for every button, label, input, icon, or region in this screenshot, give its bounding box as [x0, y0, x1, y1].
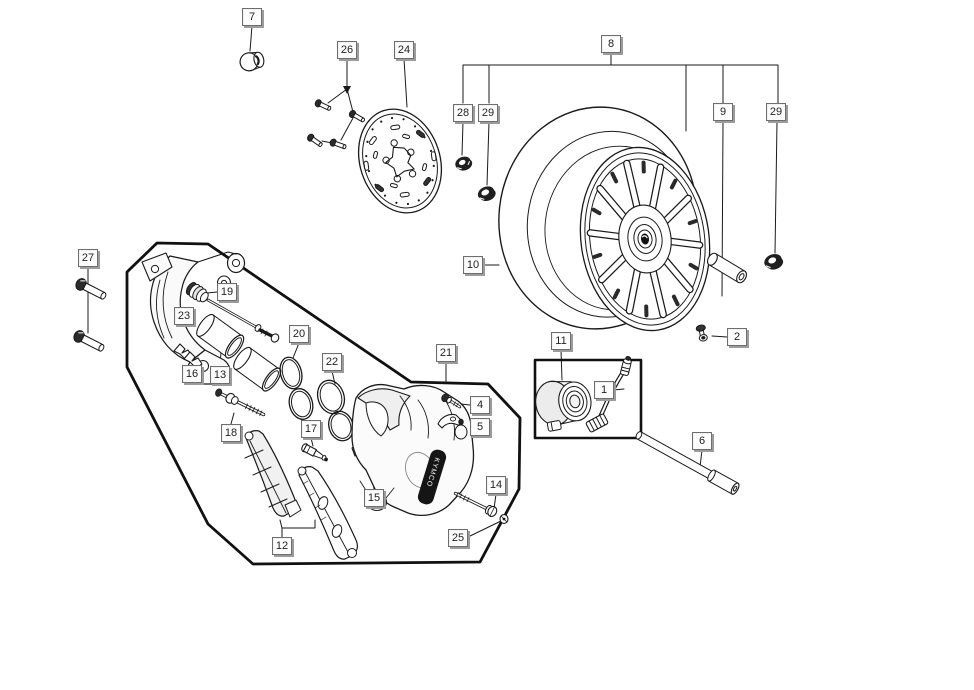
- callout-number: 19: [220, 285, 234, 298]
- callout-number: 22: [325, 355, 339, 368]
- callout-number: 7: [248, 10, 256, 23]
- callout-number: 9: [719, 105, 727, 118]
- brake-pads-drawing: [244, 430, 359, 560]
- callout-17[interactable]: 17: [301, 420, 321, 438]
- leader-lines: [87, 25, 779, 538]
- callout-22[interactable]: 22: [322, 353, 342, 371]
- callout-number: 13: [213, 368, 227, 381]
- callout-number: 18: [224, 426, 238, 439]
- wheel-spacer-drawing: [706, 252, 748, 284]
- callout-number: 20: [292, 327, 306, 340]
- caliper-pistons-drawing: [196, 313, 282, 392]
- callout-number: 23: [177, 309, 191, 322]
- callout-21[interactable]: 21: [436, 344, 456, 362]
- pad-springs-drawing: [173, 343, 203, 369]
- callout-12[interactable]: 12: [272, 537, 292, 555]
- brake-disc-drawing: [357, 108, 443, 214]
- bushing-drawing: [239, 51, 265, 72]
- callout-8[interactable]: 8: [601, 35, 621, 53]
- callout-number: 12: [275, 539, 289, 552]
- callout-18[interactable]: 18: [221, 424, 241, 442]
- piston-seals-drawing: [279, 356, 314, 420]
- caliper-group-outline: [125, 241, 522, 566]
- callout-19[interactable]: 19: [217, 283, 237, 301]
- callout-number: 4: [476, 398, 484, 411]
- callout-16[interactable]: 16: [182, 365, 202, 383]
- callout-13[interactable]: 13: [210, 366, 230, 384]
- caliper-pins-drawing: [73, 278, 107, 352]
- guide-pin-drawing: [185, 282, 280, 343]
- callout-5[interactable]: 5: [470, 418, 490, 436]
- callout-10[interactable]: 10: [463, 256, 483, 274]
- clamp-screws-drawing: [307, 99, 365, 150]
- callout-number: 2: [733, 330, 741, 343]
- callout-number: 1: [600, 383, 608, 396]
- speedo-drive-group-box: [533, 358, 643, 440]
- callout-9[interactable]: 9: [713, 103, 733, 121]
- retainer-clip-drawing: [437, 413, 464, 429]
- callout-number: 17: [304, 422, 318, 435]
- bleed-screw-drawing: [301, 443, 328, 462]
- callout-23[interactable]: 23: [174, 307, 194, 325]
- callout-number: 25: [451, 531, 465, 544]
- callout-number: 28: [456, 106, 470, 119]
- speedo-drive-drawing: [535, 356, 632, 433]
- callout-number: 10: [466, 258, 480, 271]
- callout-28[interactable]: 28: [453, 104, 473, 122]
- callout-number: 6: [698, 434, 706, 447]
- callout-29-left[interactable]: 29: [478, 104, 498, 122]
- callout-number: 14: [489, 478, 503, 491]
- small-nut-drawing: [499, 514, 509, 524]
- axle-shaft-drawing: [635, 431, 740, 495]
- callout-number: 15: [367, 491, 381, 504]
- dust-seal-left-drawing: [477, 186, 496, 202]
- long-screw-drawing: [453, 491, 498, 518]
- callout-20[interactable]: 20: [289, 325, 309, 343]
- callout-number: 8: [607, 37, 615, 50]
- callout-6[interactable]: 6: [692, 432, 712, 450]
- callout-27[interactable]: 27: [78, 249, 98, 267]
- callout-2[interactable]: 2: [727, 328, 747, 346]
- callout-29-right[interactable]: 29: [766, 103, 786, 121]
- callout-number: 29: [481, 106, 495, 119]
- callout-11[interactable]: 11: [551, 332, 571, 350]
- dust-seals-drawing: [316, 379, 354, 442]
- callout-number: 16: [185, 367, 199, 380]
- callout-number: 29: [769, 105, 783, 118]
- caliper-bolt-drawing: [441, 393, 462, 409]
- callout-number: 11: [555, 334, 567, 347]
- callout-number: 21: [439, 346, 453, 359]
- callout-1[interactable]: 1: [594, 381, 614, 399]
- axle-nut-drawing: [455, 156, 473, 171]
- callout-25[interactable]: 25: [448, 529, 468, 547]
- callout-26[interactable]: 26: [337, 41, 357, 59]
- callout-7[interactable]: 7: [242, 8, 262, 26]
- pad-stud-drawing: [215, 388, 266, 417]
- callout-number: 26: [340, 43, 354, 56]
- callout-24[interactable]: 24: [394, 41, 414, 59]
- callout-number: 24: [397, 43, 411, 56]
- callout-number: 27: [81, 251, 95, 264]
- tire-valve-drawing: [695, 324, 708, 342]
- callout-number: 5: [476, 420, 484, 433]
- callout-15[interactable]: 15: [364, 489, 384, 507]
- callout-4[interactable]: 4: [470, 396, 490, 414]
- leader-node: [343, 86, 351, 94]
- front-wheel-drawing: [498, 106, 711, 332]
- dust-seal-right-drawing: [764, 254, 784, 270]
- callout-14[interactable]: 14: [486, 476, 506, 494]
